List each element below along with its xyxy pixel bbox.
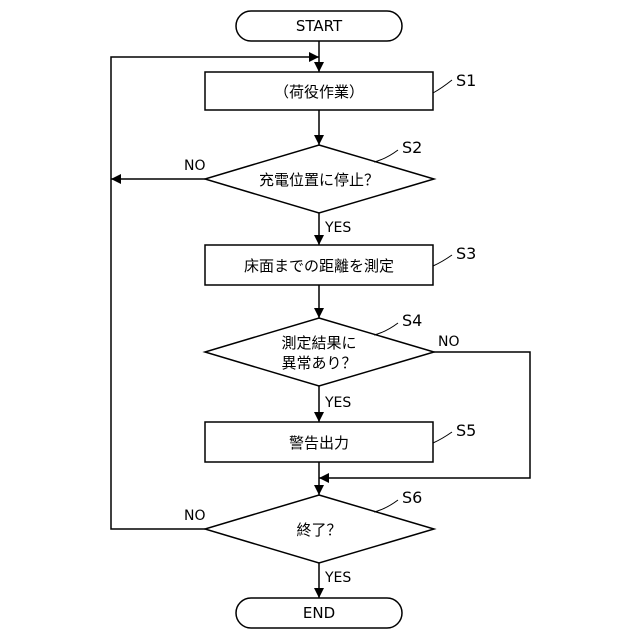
step-s5-text: 警告出力 (289, 434, 349, 452)
step-s3-id: S3 (456, 244, 476, 263)
step-s5-box: 警告出力 (205, 422, 433, 462)
decision-s6: 終了？ (205, 495, 434, 563)
step-s1-id: S1 (456, 71, 476, 90)
step-s3-box: 床面までの距離を測定 (205, 245, 433, 285)
decision-s4-leader (374, 323, 398, 335)
decision-s6-yes-label: YES (324, 570, 351, 586)
start-terminal: START (236, 11, 402, 41)
step-s5-leader (433, 432, 452, 443)
step-s1-text: （荷役作業） (274, 83, 364, 101)
decision-s4-no-label: NO (438, 334, 460, 350)
decision-s6-id: S6 (402, 488, 422, 507)
decision-s6-leader (374, 500, 398, 512)
decision-s2-id: S2 (402, 138, 422, 157)
step-s1-leader (433, 80, 452, 93)
step-s5-id: S5 (456, 421, 476, 440)
end-label: END (303, 604, 335, 622)
decision-s2-no-label: NO (184, 158, 206, 174)
decision-s4-yes-label: YES (324, 395, 351, 411)
decision-s2-text: 充電位置に停止？ (259, 171, 379, 189)
step-s3-leader (433, 255, 452, 266)
step-s1-box: （荷役作業） (205, 72, 433, 110)
decision-s4: 測定結果に 異常あり？ (205, 318, 434, 386)
decision-s2: 充電位置に停止？ (205, 145, 434, 213)
decision-s6-no-label: NO (184, 508, 206, 524)
decision-s4-id: S4 (402, 311, 422, 330)
decision-s2-leader (374, 150, 398, 162)
end-terminal: END (236, 598, 402, 628)
step-s3-text: 床面までの距離を測定 (244, 257, 394, 275)
decision-s6-text: 終了？ (296, 521, 341, 539)
decision-s4-text-line1: 測定結果に (281, 334, 356, 352)
decision-s4-text-line2: 異常あり？ (281, 354, 356, 372)
decision-s2-yes-label: YES (324, 220, 351, 236)
start-label: START (296, 17, 343, 35)
